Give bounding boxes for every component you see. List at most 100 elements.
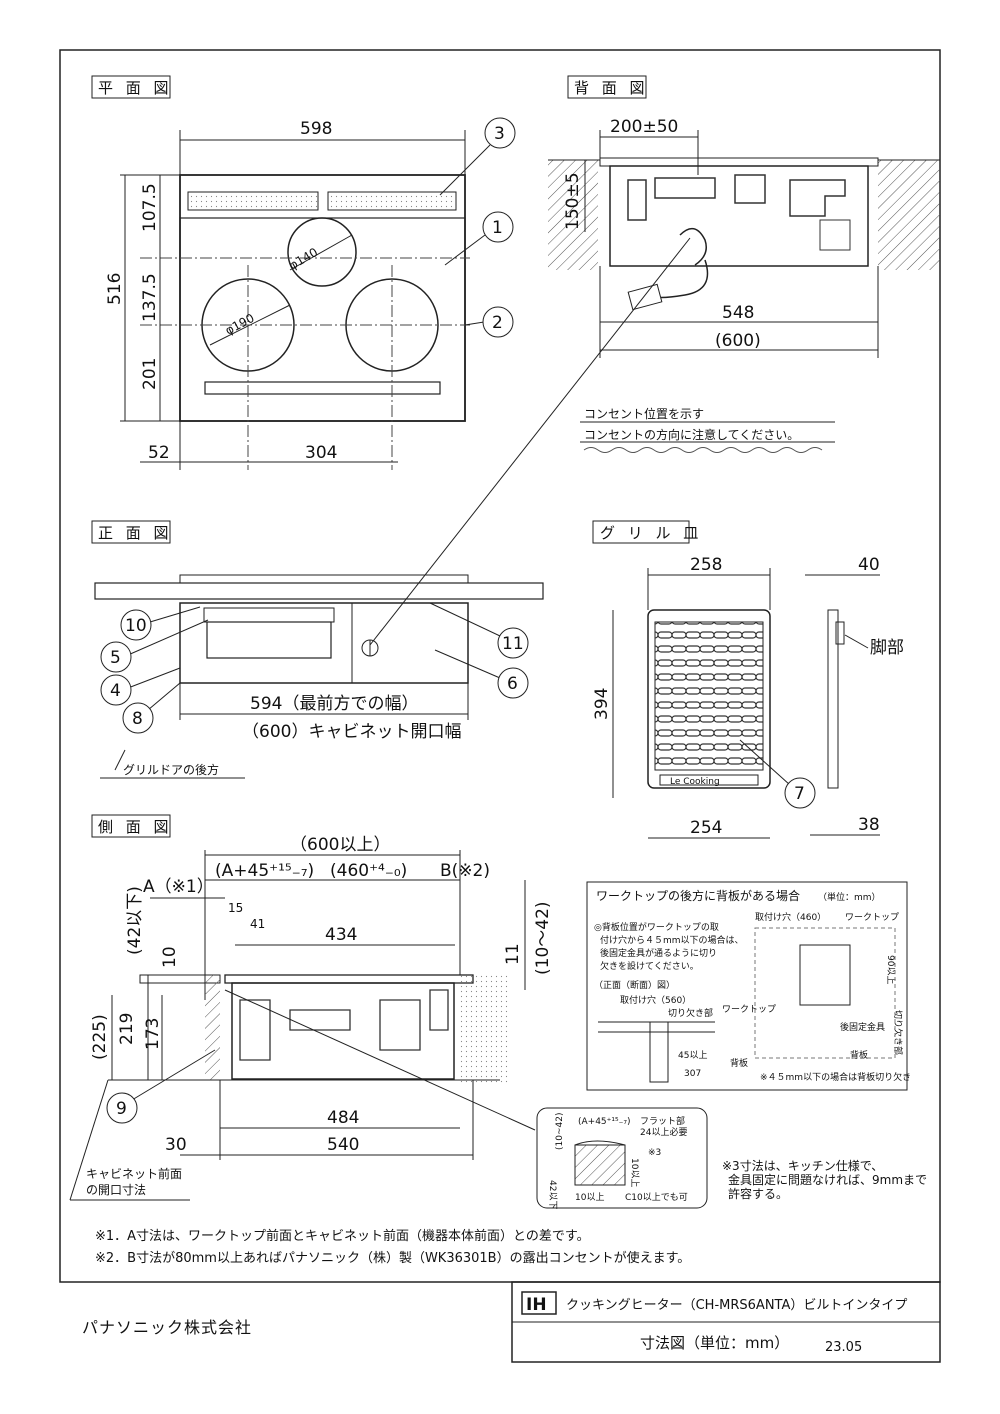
detail-flat-2: 24以上必要 [640,1126,687,1138]
dim-225: (225) [90,1014,110,1060]
detail-a45: (A+45⁺¹⁵₋₇) [578,1117,631,1127]
dim-52: 52 [148,443,170,463]
callout-5: 5 [110,648,121,668]
foot-label: 脚部 [870,638,904,658]
inset-90: 90以上 [885,955,896,984]
worktop-inset: ワークトップの後方に背板がある場合 （単位：mm） ◎背板位置がワークトップの取… [586,881,911,1091]
side-view-label: 側 面 図 [98,818,173,836]
dim-30: 30 [165,1135,187,1155]
inset-kiri-right: 切り欠き部 [892,1010,904,1055]
inset-back-left: 背板 [730,1057,748,1069]
detail-42: 42以下 [547,1180,557,1209]
dim-11: 11 [503,943,523,965]
dim-516: 516 [105,273,125,305]
front-view: 正 面 図 594（最前方での幅） （600）キャビネット開口幅 グリルドアの後… [91,520,544,779]
detail-c10: C10以上でも可 [625,1192,688,1203]
title-block: IH クッキングヒーター（CH-MRS6ANTA）ビルトインタイプ 寸法図（単位… [511,1281,941,1363]
grill-brand: Le Cooking [670,777,720,787]
dim-600-side: （600以上） [290,835,390,855]
callout-4: 4 [110,681,121,701]
drawing-subtitle: 寸法図（単位：mm） [640,1334,789,1352]
callout-7: 7 [794,784,805,804]
grill-pan-label: グ リ ル 皿 [600,524,702,542]
dim-41: 41 [250,917,265,931]
inset-fix: 後固定金具 [840,1021,885,1033]
front-view-label: 正 面 図 [98,524,173,542]
dim-394: 394 [592,688,612,720]
grill-pan-view: グ リ ル 皿 Le Cooking 258 40 394 254 38 脚部 … [592,520,904,839]
inset-unit: （単位：mm） [818,891,881,903]
inset-note-2: 付け穴から４５mm以下の場合は、 [600,934,744,946]
detail-note-2: 金具固定に問題なければ、9mmまで [728,1172,927,1187]
outlet-note-2: コンセントの方向に注意してください。 [584,427,799,442]
plan-view-label: 平 面 図 [98,79,173,97]
dim-600-rear: (600) [715,331,761,351]
dim-219: 219 [117,1013,137,1045]
dim-434: 434 [325,925,357,945]
detail-note-1: ※3寸法は、キッチン仕様で、 [722,1159,883,1173]
grill-door-note: グリルドアの後方 [123,762,219,777]
inset-45: 45以上 [678,1050,707,1061]
dim-42-max: (42以下) [125,886,145,955]
footnote-1: ※1．A寸法は、ワークトップ前面とキャビネット前面（機器本体前面）との差です。 [95,1228,590,1244]
inset-front: （正面（断面）図） [594,979,675,991]
dim-40: 40 [858,555,880,575]
dim-10-42: (10～42) [533,901,553,975]
rear-view: 背 面 図 200±50 150±5 548 (600) コンセント位置を示す … [369,75,940,646]
callout-9: 9 [116,1099,127,1119]
callout-6: 6 [507,674,518,694]
callout-8: 8 [132,709,143,729]
inset-kiri: 切り欠き部 [668,1007,713,1019]
dim-10: 10 [160,946,180,968]
callout-1: 1 [492,218,503,238]
dim-460: (460⁺⁴₋₀) [330,861,407,881]
cabinet-note-2: の開口寸法 [86,1183,146,1197]
detail-flat-1: フラット部 [640,1115,685,1127]
dim-137-5: 137.5 [140,273,160,322]
inset-note-3: 後固定金具が通るように切り [600,947,717,959]
company-name: パナソニック株式会社 [82,1318,253,1337]
sheet-border [59,49,941,1283]
callout-11: 11 [502,634,524,654]
dim-38: 38 [858,815,880,835]
callout-3: 3 [494,124,505,144]
dim-a-note: A（※1） [143,877,214,897]
dim-200-50: 200±50 [610,117,678,137]
detail-10-42: (10~42) [555,1113,565,1150]
cabinet-note-1: キャビネット前面 [86,1166,182,1181]
inset-note-1: ◎背板位置がワークトップの取 [594,921,719,933]
dim-173: 173 [143,1018,163,1050]
inset-back-right: 背板 [850,1049,868,1061]
dim-540: 540 [327,1135,359,1155]
plan-view: 平 面 図 598 516 107.5 137.5 201 52 304 φ [91,75,516,470]
callout-2: 2 [492,313,503,333]
rear-view-label: 背 面 図 [574,79,649,97]
dim-phi190: φ190 [223,311,257,338]
inset-hole-460: 取付け穴（460） [755,911,826,923]
dim-b: B(※2) [440,861,490,881]
inset-note-4: 欠きを設けてください。 [600,960,699,972]
detail-10-bottom: 10以上 [575,1192,604,1203]
side-view: 側 面 図 （600以上） (A+45⁺¹⁵₋₇) (460⁺⁴₋₀) B(※2… [69,814,553,1201]
dim-150-5: 150±5 [563,172,583,230]
inset-worktop-left: ワークトップ [722,1004,776,1015]
dim-600-cabinet: （600）キャビネット開口幅 [242,722,461,742]
dim-594: 594（最前方での幅） [250,694,418,714]
dim-548: 548 [722,303,754,323]
dim-254: 254 [690,818,722,838]
ih-badge: IH [526,1295,547,1315]
inset-307: 307 [684,1069,701,1079]
inset-worktop-right: ワークトップ [845,912,899,923]
dim-107-5: 107.5 [140,183,160,232]
dim-258: 258 [690,555,722,575]
detail-inset: (A+45⁺¹⁵₋₇) フラット部 24以上必要 (10~42) ※3 42以下… [536,1107,927,1209]
inset-hole-560: 取付け穴（560） [620,994,691,1006]
dim-phi140: φ140 [287,245,321,273]
dim-15: 15 [228,901,243,915]
outlet-note-1: コンセント位置を示す [584,406,704,421]
dim-304: 304 [305,443,337,463]
callout-10: 10 [125,616,147,636]
inset-footer: ※４５mm以下の場合は背板切り欠き [760,1071,911,1083]
dim-598: 598 [300,119,332,139]
